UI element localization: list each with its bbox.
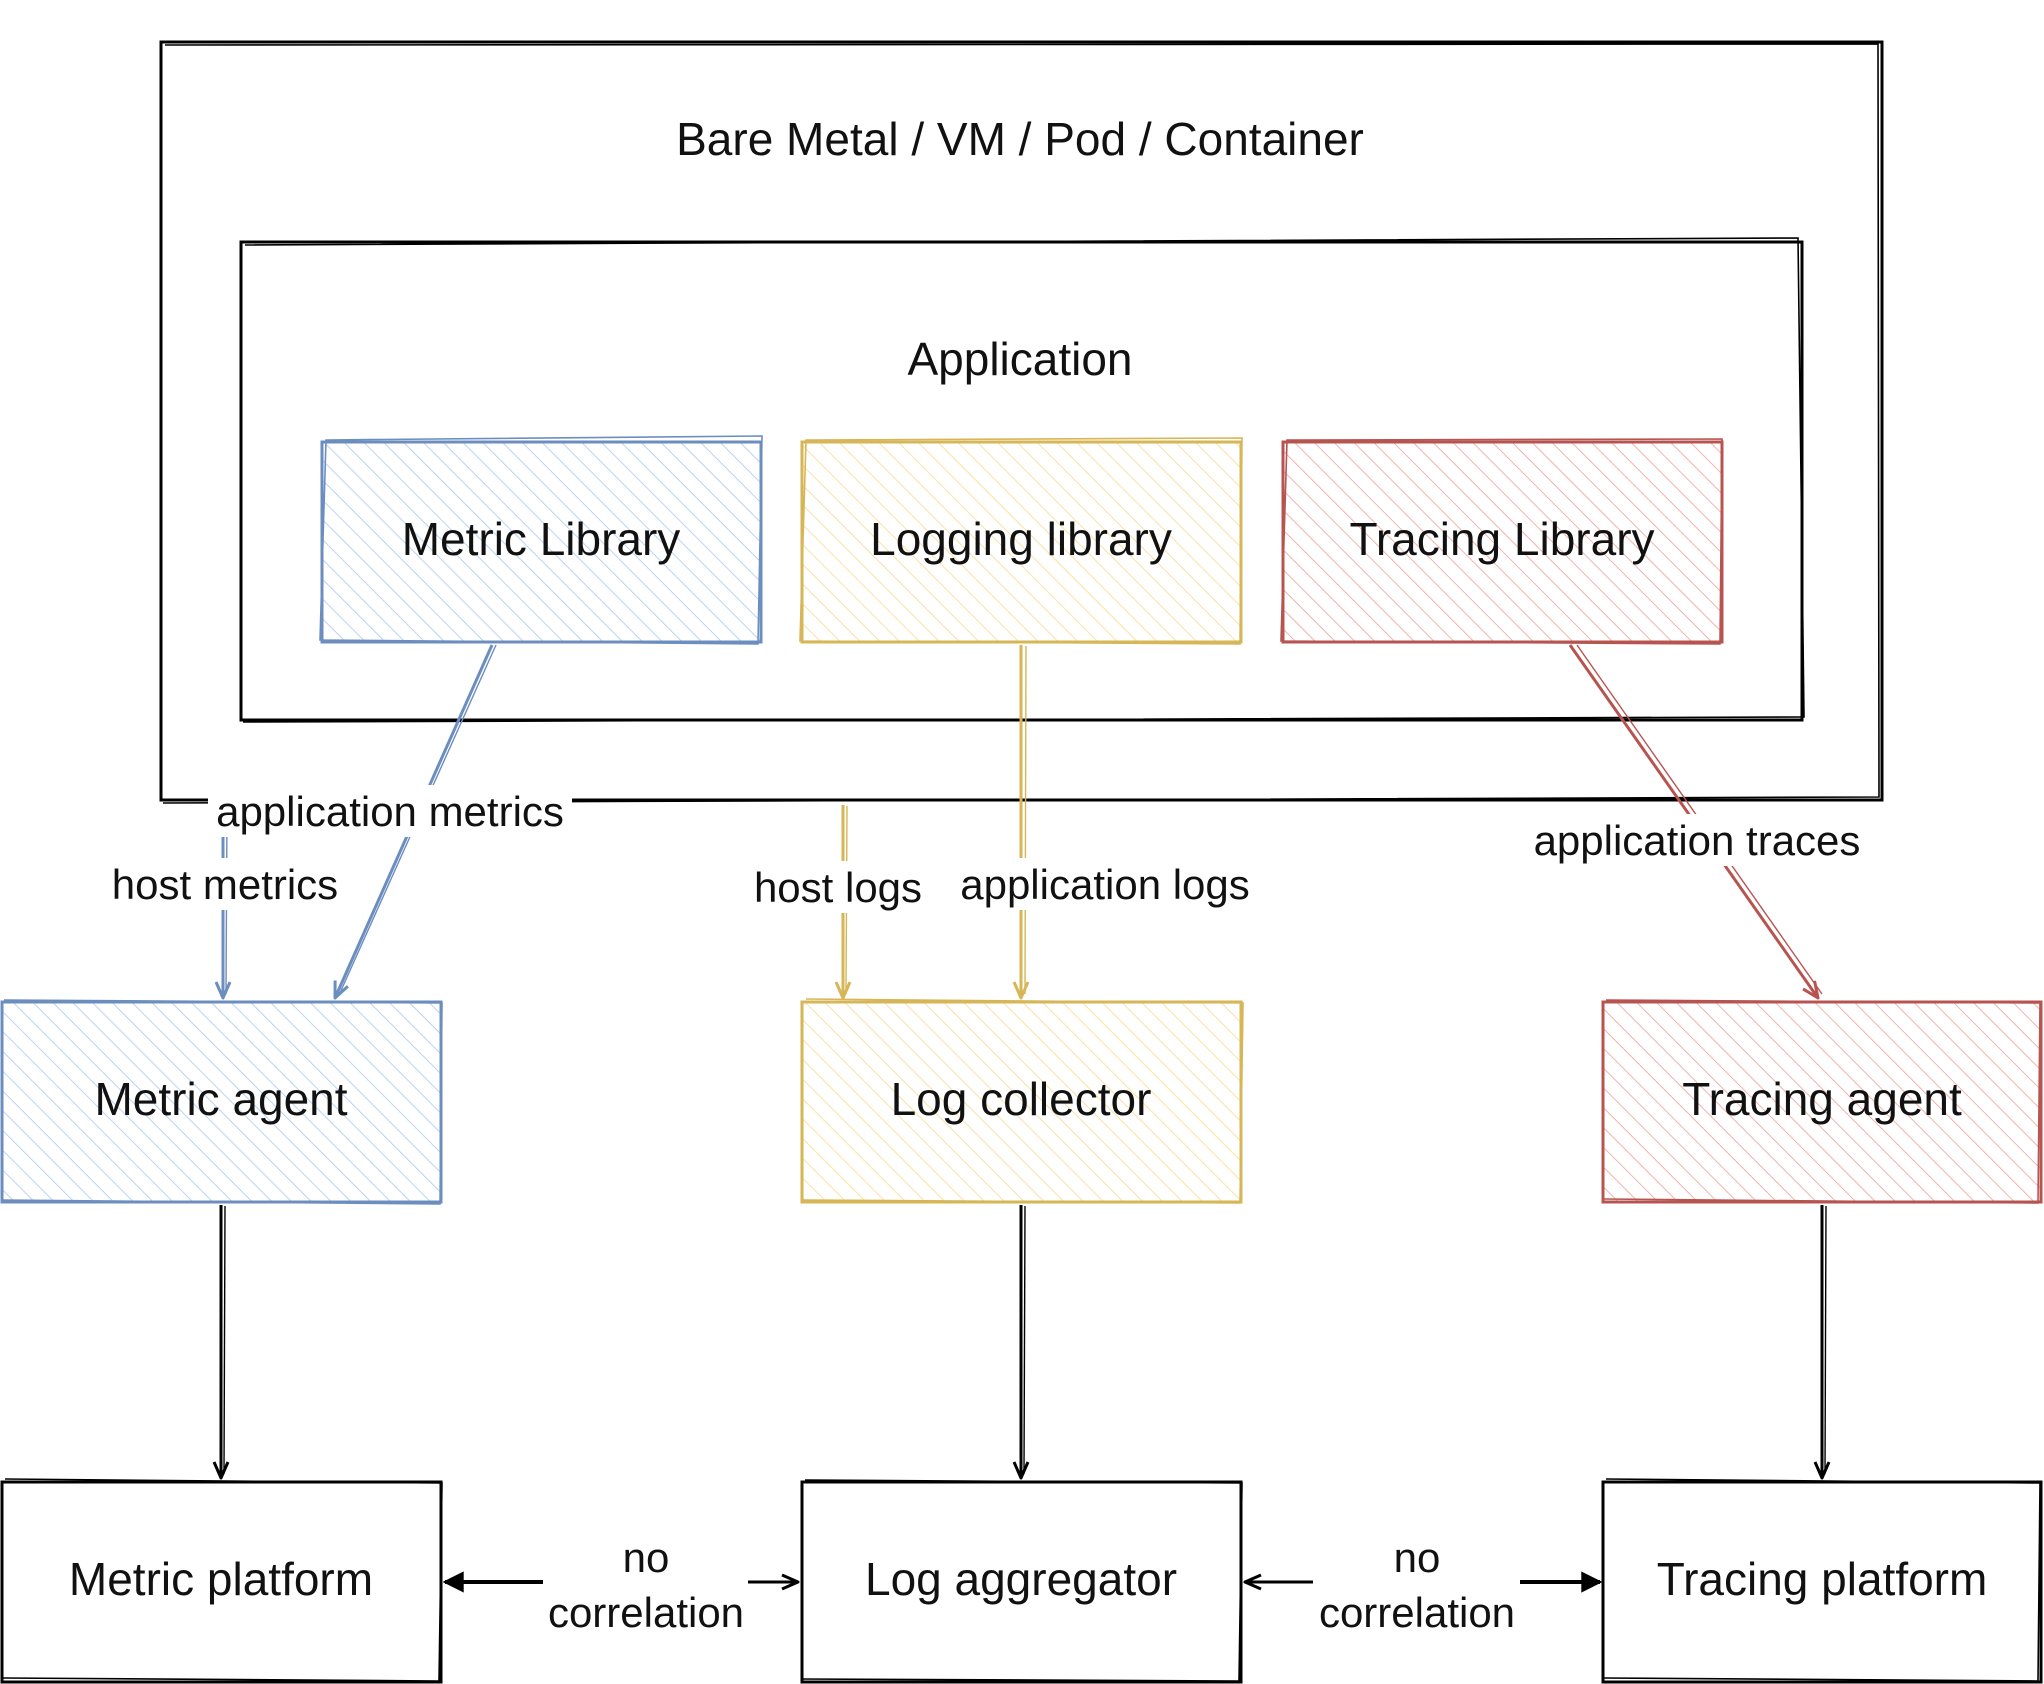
label-host-logs: host logs [748,861,928,913]
tracing-library-box: Tracing Library [1280,438,1724,645]
label-host-metrics: host metrics [104,858,344,910]
metric-agent-box: Metric agent [0,999,443,1205]
no-correlation-right-line2: correlation [1319,1589,1515,1636]
edge-log-collector-to-aggregator [1012,1205,1030,1480]
tracing-platform-label: Tracing platform [1657,1553,1988,1605]
host-logs-text: host logs [754,864,922,911]
tracing-library-label: Tracing Library [1349,513,1654,565]
no-correlation-left-line1: no [623,1534,670,1581]
log-aggregator-box: Log aggregator [800,1479,1243,1684]
tracing-platform-box: Tracing platform [1601,1478,2043,1684]
tracing-agent-box: Tracing agent [1601,999,2043,1204]
application-logs-text: application logs [960,861,1250,908]
edge-application-logs [1012,645,1030,1000]
tracing-agent-label: Tracing agent [1682,1073,1962,1125]
log-collector-label: Log collector [891,1073,1152,1125]
metric-agent-label: Metric agent [94,1073,347,1125]
host-metrics-text: host metrics [112,861,338,908]
metric-platform-label: Metric platform [69,1553,373,1605]
label-application-metrics: application metrics [208,785,572,837]
label-application-logs: application logs [952,858,1258,910]
edge-metric-agent-to-platform [212,1205,230,1480]
metric-platform-box: Metric platform [0,1478,443,1684]
application-traces-text: application traces [1534,817,1861,864]
host-title: Bare Metal / VM / Pod / Container [676,113,1364,165]
application-metrics-text: application metrics [216,788,564,835]
no-correlation-left-line2: correlation [548,1589,744,1636]
edge-tracing-agent-to-platform [1813,1205,1831,1480]
log-collector-box: Log collector [800,998,1244,1204]
label-no-correlation-right: no correlation [1319,1534,1515,1636]
metric-library-box: Metric Library [319,435,763,645]
metric-library-label: Metric Library [402,513,681,565]
host-container: Bare Metal / VM / Pod / Container [159,40,1884,804]
label-application-traces: application traces [1524,814,1870,866]
label-no-correlation-left: no correlation [548,1534,744,1636]
logging-library-box: Logging library [799,437,1243,645]
no-correlation-right-line1: no [1394,1534,1441,1581]
application-title: Application [907,333,1132,385]
application-container: Application [239,237,1805,723]
log-aggregator-label: Log aggregator [865,1553,1177,1605]
logging-library-label: Logging library [870,513,1172,565]
